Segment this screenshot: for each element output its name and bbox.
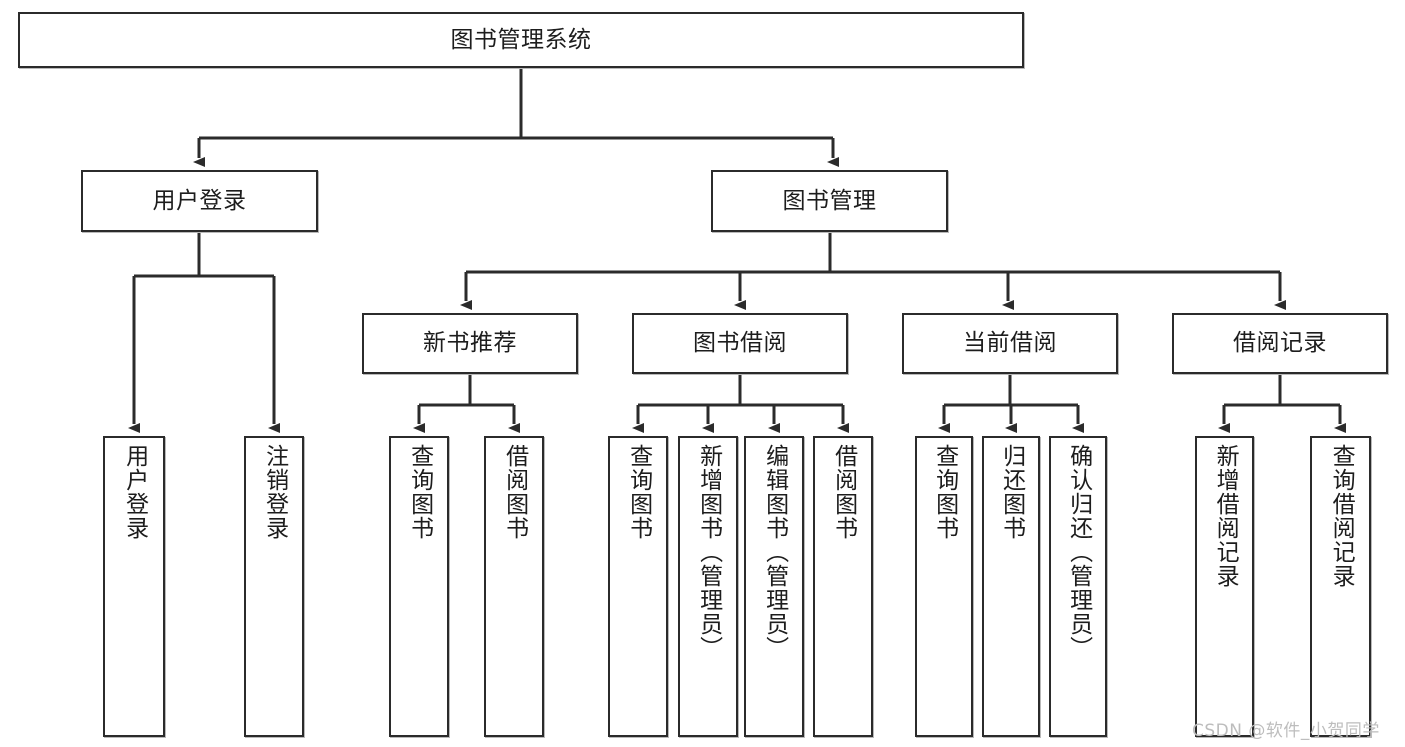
node-leaf-user-login-label: 用户登录 [121, 444, 148, 540]
node-user-login-label: 用户登录 [152, 187, 247, 214]
node-leaf-borrow-borrow-book-label: 借阅图书 [830, 444, 857, 540]
node-leaf-borrow-edit-book-label: 编辑图书（管理员） [761, 444, 788, 660]
node-book-borrow[interactable]: 图书借阅 [632, 313, 848, 374]
node-root[interactable]: 图书管理系统 [18, 12, 1024, 68]
node-leaf-rec-query-book-label: 查询图书 [406, 444, 433, 540]
node-borrow-record[interactable]: 借阅记录 [1172, 313, 1388, 374]
node-user-login[interactable]: 用户登录 [81, 170, 318, 232]
node-leaf-user-login[interactable]: 用户登录 [103, 436, 165, 737]
node-leaf-rec-query-record[interactable]: 查询借阅记录 [1310, 436, 1371, 737]
node-book-manage-label: 图书管理 [782, 187, 877, 214]
node-leaf-cur-query-book-label: 查询图书 [931, 444, 958, 540]
node-new-book-rec-label: 新书推荐 [423, 330, 517, 357]
node-leaf-borrow-query-book[interactable]: 查询图书 [608, 436, 668, 737]
node-leaf-rec-add-record[interactable]: 新增借阅记录 [1195, 436, 1254, 737]
node-leaf-user-logout-label: 注销登录 [261, 444, 288, 540]
node-current-borrow[interactable]: 当前借阅 [902, 313, 1118, 374]
node-leaf-borrow-query-book-label: 查询图书 [625, 444, 652, 540]
node-book-manage[interactable]: 图书管理 [711, 170, 948, 232]
node-leaf-cur-query-book[interactable]: 查询图书 [915, 436, 973, 737]
node-book-borrow-label: 图书借阅 [693, 330, 787, 357]
node-leaf-cur-confirm-return-label: 确认归还（管理员） [1065, 444, 1092, 660]
node-leaf-rec-query-record-label: 查询借阅记录 [1328, 444, 1355, 588]
node-leaf-cur-return-book[interactable]: 归还图书 [982, 436, 1040, 737]
node-root-label: 图书管理系统 [450, 26, 592, 53]
node-current-borrow-label: 当前借阅 [963, 330, 1057, 357]
watermark: CSDN @软件_小贺同学 [1192, 721, 1380, 741]
node-new-book-rec[interactable]: 新书推荐 [362, 313, 578, 374]
node-leaf-rec-query-book[interactable]: 查询图书 [389, 436, 449, 737]
node-leaf-borrow-borrow-book[interactable]: 借阅图书 [813, 436, 873, 737]
node-leaf-borrow-edit-book[interactable]: 编辑图书（管理员） [744, 436, 804, 737]
node-leaf-rec-add-record-label: 新增借阅记录 [1212, 444, 1239, 588]
node-leaf-borrow-add-book[interactable]: 新增图书（管理员） [678, 436, 738, 737]
node-leaf-user-logout[interactable]: 注销登录 [244, 436, 304, 737]
node-borrow-record-label: 借阅记录 [1233, 330, 1327, 357]
node-leaf-cur-return-book-label: 归还图书 [998, 444, 1025, 540]
node-leaf-borrow-add-book-label: 新增图书（管理员） [695, 444, 722, 660]
node-leaf-rec-borrow-book[interactable]: 借阅图书 [484, 436, 544, 737]
node-leaf-cur-confirm-return[interactable]: 确认归还（管理员） [1049, 436, 1107, 737]
node-leaf-rec-borrow-book-label: 借阅图书 [501, 444, 528, 540]
